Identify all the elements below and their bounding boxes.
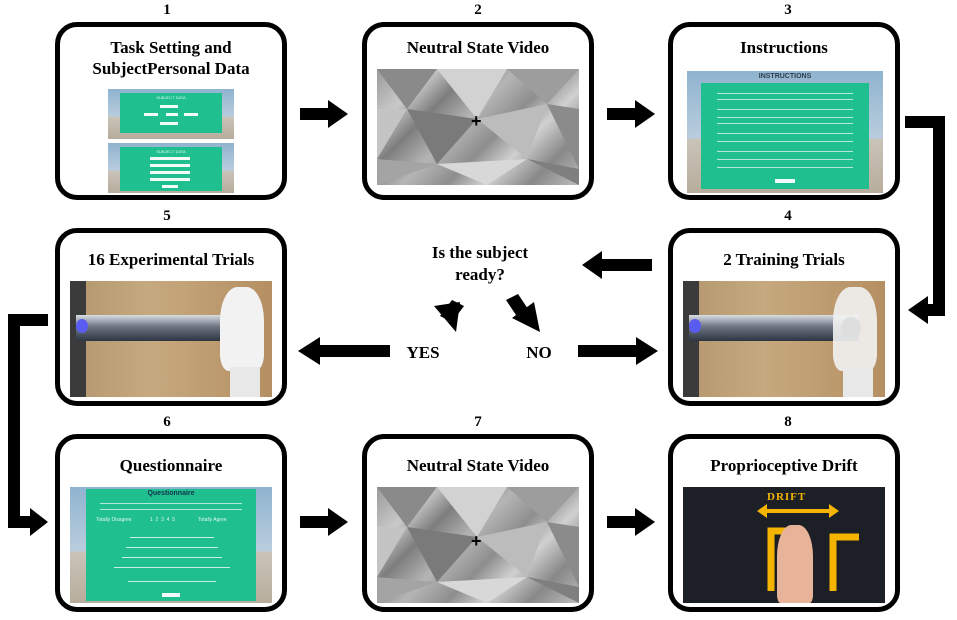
- step-title-4: 2 Training Trials: [723, 250, 845, 269]
- scale-numbers: 1 2 3 4 5: [150, 517, 176, 523]
- real-hand: [777, 525, 813, 603]
- experimental-trial-frame: [70, 281, 272, 397]
- scale-left-label: Totally Disagree: [96, 517, 132, 523]
- fixation-cross-1: +: [471, 111, 482, 131]
- arrow-step1-to-step2: [300, 100, 348, 128]
- step-box-questionnaire: Questionnaire Questionnaire Totally Disa…: [55, 434, 287, 612]
- step-title-5: 16 Experimental Trials: [87, 250, 255, 269]
- arrow-training-to-question: [582, 251, 652, 279]
- step-title-3: Instructions: [740, 38, 828, 57]
- scale-right-label: Totally Agree: [198, 517, 227, 523]
- no-label: NO: [526, 343, 552, 362]
- step-number-4: 4: [784, 208, 792, 224]
- arrow-step5-to-step6: [8, 314, 48, 536]
- step-number-3: 3: [784, 2, 792, 18]
- step-box-neutral-video-1: Neutral State Video +: [362, 22, 594, 200]
- arrow-question-to-yes: [434, 300, 464, 332]
- polygon-pattern-1: [377, 69, 579, 185]
- questionnaire-heading: Questionnaire: [147, 490, 195, 497]
- drift-label: DRIFT: [767, 491, 807, 503]
- decision-question: Is the subject ready?: [380, 242, 580, 286]
- step-number-6: 6: [163, 414, 171, 430]
- subject-data-screen-1: SUBJECT DATA: [108, 89, 234, 139]
- step-box-proprioceptive-drift: Proprioceptive Drift DRIFT: [668, 434, 900, 612]
- subject-data-heading-1: SUBJECT DATA: [156, 95, 186, 100]
- instructions-heading: INSTRUCTIONS: [758, 73, 812, 80]
- question-line-1: Is the subject: [431, 243, 529, 262]
- polygon-pattern-2: [377, 487, 579, 603]
- title-line-1: Task Setting and: [110, 38, 232, 57]
- step-number-1: 1: [163, 2, 171, 18]
- step-number-7: 7: [474, 414, 482, 430]
- step-number-8: 8: [784, 414, 792, 430]
- arrow-no-to-training: [578, 337, 658, 365]
- yes-label: YES: [406, 343, 440, 362]
- instructions-screen: INSTRUCTIONS: [687, 71, 883, 193]
- step-box-experimental-trials: 16 Experimental Trials: [55, 228, 287, 406]
- virtual-hand-5: [220, 287, 264, 371]
- fixation-cross-2: +: [471, 531, 482, 551]
- title-line-2: SubjectPersonal Data: [92, 59, 250, 78]
- step-box-task-setting: Task Setting and SubjectPersonal Data SU…: [55, 22, 287, 200]
- virtual-hand-4: [833, 287, 877, 371]
- step-title-2: Neutral State Video: [406, 38, 550, 57]
- arrow-step7-to-step8: [607, 508, 655, 536]
- training-trial-frame: [683, 281, 885, 397]
- neutral-video-frame-1: +: [377, 69, 579, 185]
- arrow-step6-to-step7: [300, 508, 348, 536]
- step-title-6: Questionnaire: [119, 456, 223, 475]
- step-title-1: Task Setting and SubjectPersonal Data: [60, 37, 282, 79]
- step-box-instructions: Instructions INSTRUCTIONS: [668, 22, 900, 200]
- subject-data-heading-2: SUBJECT DATA: [156, 149, 186, 154]
- question-line-2: ready?: [455, 265, 505, 284]
- arrow-yes-to-experimental: [298, 337, 390, 365]
- neutral-video-frame-2: +: [377, 487, 579, 603]
- drift-measurement-frame: DRIFT: [683, 487, 885, 603]
- step-box-neutral-video-2: Neutral State Video +: [362, 434, 594, 612]
- arrow-step3-to-step4: [905, 116, 945, 324]
- arrow-step2-to-step3: [607, 100, 655, 128]
- subject-data-screen-2: SUBJECT DATA: [108, 143, 234, 193]
- step-number-5: 5: [163, 208, 171, 224]
- questionnaire-screen: Questionnaire Totally Disagree 1 2 3 4 5…: [70, 487, 272, 603]
- step-box-training-trials: 2 Training Trials: [668, 228, 900, 406]
- step-number-2: 2: [474, 2, 482, 18]
- step-title-8: Proprioceptive Drift: [710, 456, 858, 475]
- step-title-7: Neutral State Video: [406, 456, 550, 475]
- arrow-question-to-no: [506, 294, 540, 332]
